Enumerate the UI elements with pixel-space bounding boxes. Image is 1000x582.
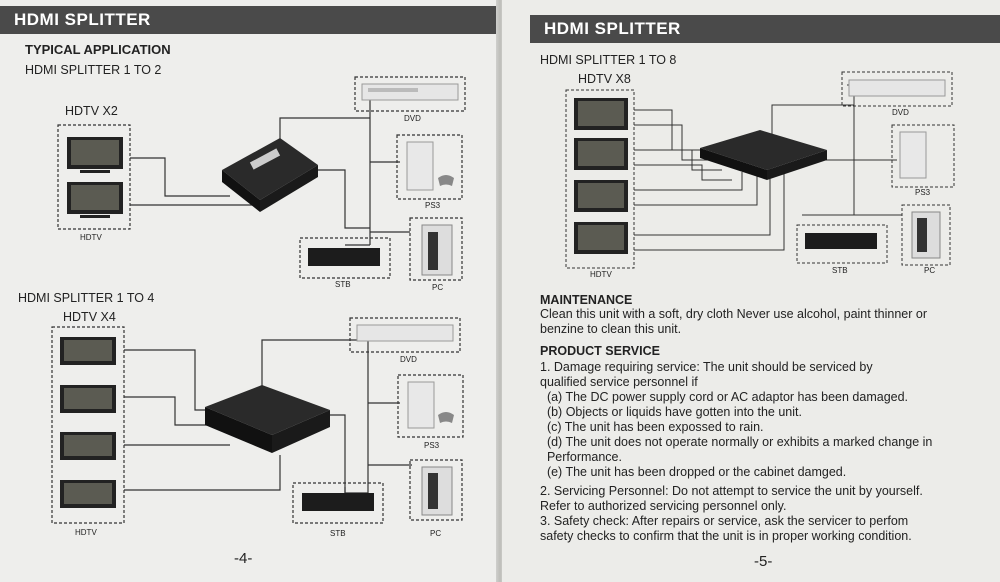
ps-line: (a) The DC power supply cord or AC adapt… [540,390,909,404]
ps3-icon [407,381,454,429]
ps-line: 2. Servicing Personnel: Do not attempt t… [540,484,923,498]
stb-label: STB [335,280,351,289]
stb-label: STB [832,266,848,275]
hdtv-icon [574,98,628,254]
header-bar: HDMI SPLITTER [530,15,1000,43]
pc-label: PC [924,266,935,275]
page-4: HDMI SPLITTER TYPICAL APPLICATION HDMI S… [0,0,498,582]
fig2-tv-count: HDTV X4 [63,310,116,324]
ps3-icon [406,141,454,191]
section-title: TYPICAL APPLICATION [25,42,171,57]
ps-line: (d) The unit does not operate normally o… [540,435,933,449]
fig-title: HDMI SPLITTER 1 TO 8 [540,53,677,67]
ps-line: Refer to authorized servicing personnel … [540,499,787,513]
pc-label: PC [432,283,443,292]
pc-icon [911,211,941,259]
fig1-tv-count: HDTV X2 [65,104,118,118]
page-number: -4- [234,550,253,567]
hdtv-icon [67,137,123,218]
ps-line: (e) The unit has been dropped or the cab… [540,465,847,479]
ps-line: Performance. [540,450,622,464]
pc-icon [421,224,453,276]
hdtv-label: HDTV [80,233,102,242]
stb-icon [308,248,380,266]
fig1-title: HDMI SPLITTER 1 TO 2 [25,63,162,77]
splitter-device-icon [222,138,318,212]
page-number: -5- [754,553,773,570]
product-service-title: PRODUCT SERVICE [540,344,660,358]
maintenance-text-2: benzine to clean this unit. [540,322,682,336]
pc-icon [421,466,453,516]
stb-icon [805,233,877,249]
dvd-icon [848,79,946,97]
dvd-label: DVD [892,108,909,117]
header-bar: HDMI SPLITTER [0,6,498,34]
book-gutter [496,0,504,582]
maintenance-title: MAINTENANCE [540,293,633,307]
fig-tv-count: HDTV X8 [578,72,631,86]
ps-line: 3. Safety check: After repairs or servic… [540,514,909,528]
dvd-icon [356,324,454,342]
ps-line: qualified service personnel if [540,375,698,389]
dvd-label: DVD [404,114,421,123]
dvd-label: DVD [400,355,417,364]
maintenance-text-1: Clean this unit with a soft, dry cloth N… [540,307,928,321]
ps-line: 1. Damage requiring service: The unit sh… [540,360,873,374]
ps-line: safety checks to confirm that the unit i… [540,529,912,543]
stb-label: STB [330,529,346,538]
ps3-label: PS3 [425,201,441,210]
page-5: HDMI SPLITTER HDMI SPLITTER 1 TO 8 HDTV … [502,0,1000,582]
ps3-label: PS3 [915,188,931,197]
diagram-1-to-4: DVD PS3 STB PC HDTV [51,317,464,538]
stb-icon [302,493,374,511]
hdtv-label: HDTV [75,528,97,537]
splitter-device-icon [700,130,827,180]
dvd-icon [361,83,459,101]
fig2-title: HDMI SPLITTER 1 TO 4 [18,291,155,305]
diagram-1-to-2: DVD PS3 STB PC HDTV [57,76,466,292]
ps-line: (b) Objects or liquids have gotten into … [540,405,802,419]
hdtv-label: HDTV [590,270,612,279]
ps-line: (c) The unit has been expossed to rain. [540,420,764,434]
hdtv-icon [60,337,116,508]
diagram-1-to-8: DVD PS3 STB PC HDTV [565,71,955,279]
ps3-icon [899,131,927,179]
splitter-device-icon [205,385,330,453]
ps3-label: PS3 [424,441,440,450]
pc-label: PC [430,529,441,538]
